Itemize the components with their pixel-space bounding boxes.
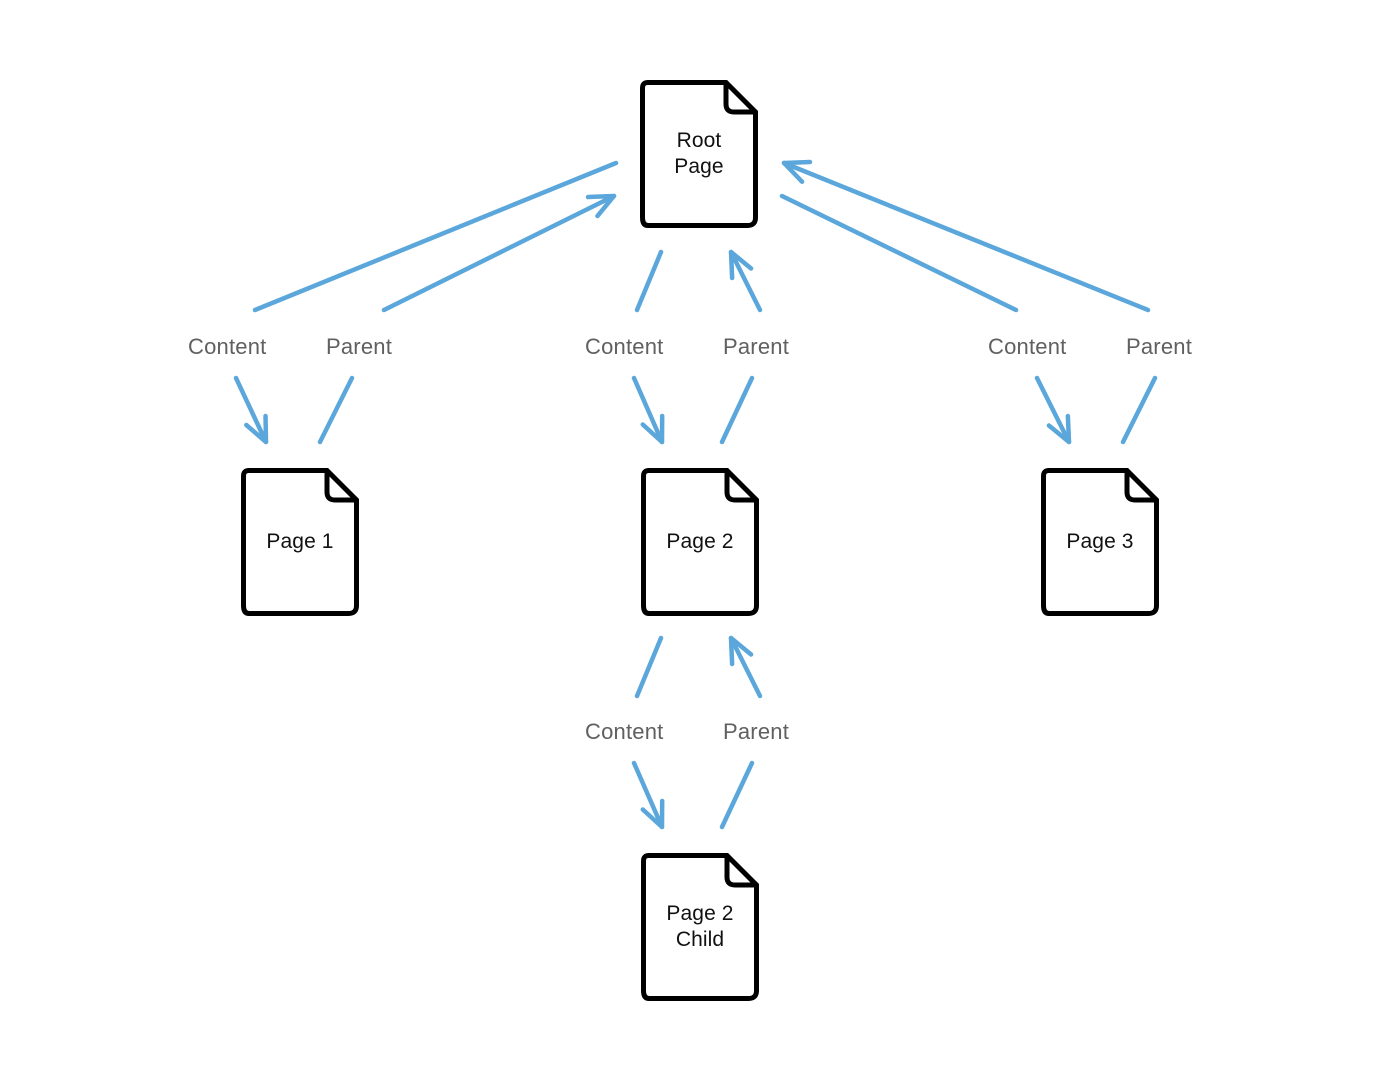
edges-group xyxy=(233,159,1158,830)
page-outline xyxy=(241,468,359,616)
page-node-root[interactable]: Root Page xyxy=(640,80,758,228)
page-outline xyxy=(641,468,759,616)
edge-label-content: Content xyxy=(585,334,664,359)
page-node-page2child[interactable]: Page 2 Child xyxy=(641,853,759,1001)
document-page-icon xyxy=(640,80,758,228)
arrowhead-icon xyxy=(244,413,269,445)
arrowhead-icon xyxy=(781,159,813,184)
page-fold-corner-icon xyxy=(324,468,359,503)
page-fold-corner-icon xyxy=(724,853,759,888)
edge-line xyxy=(317,375,355,445)
edge-content xyxy=(631,760,665,830)
edge-content xyxy=(1034,375,1072,445)
edge-line xyxy=(719,375,755,445)
edge-label-parent: Parent xyxy=(723,719,790,744)
arrowhead-icon xyxy=(728,249,754,281)
edge-line xyxy=(634,249,664,313)
edge-line xyxy=(779,193,1019,313)
edge-content xyxy=(634,249,664,313)
edge-label-content: Content xyxy=(585,719,664,744)
edge-line xyxy=(233,375,269,445)
edge-line xyxy=(631,375,665,445)
edge-label-parent: Parent xyxy=(326,334,393,359)
arrowhead-icon xyxy=(640,798,665,830)
edge-content xyxy=(233,375,269,445)
page-node-page3[interactable]: Page 3 xyxy=(1041,468,1159,616)
document-page-icon xyxy=(241,468,359,616)
edge-line xyxy=(719,760,755,830)
edge-line xyxy=(1034,375,1072,445)
edge-label-content: Content xyxy=(988,334,1067,359)
page-outline xyxy=(1041,468,1159,616)
document-page-icon xyxy=(641,468,759,616)
edge-parent xyxy=(381,193,617,313)
arrowhead-icon xyxy=(728,635,754,667)
edge-content xyxy=(779,193,1019,313)
edge-line xyxy=(634,635,664,699)
edge-line xyxy=(728,635,763,699)
page-fold-corner-icon xyxy=(1124,468,1159,503)
edge-line xyxy=(252,160,619,313)
edge-line xyxy=(631,760,665,830)
edge-line xyxy=(781,160,1151,313)
edge-line xyxy=(381,193,617,313)
edge-parent xyxy=(719,760,755,830)
edge-content xyxy=(252,160,619,313)
edge-content xyxy=(631,375,665,445)
edge-parent xyxy=(1120,375,1158,445)
arrowhead-icon xyxy=(640,413,665,445)
arrowhead-icon xyxy=(1046,413,1072,445)
edge-parent xyxy=(781,159,1151,313)
page-outline xyxy=(641,853,759,1001)
edge-label-parent: Parent xyxy=(1126,334,1193,359)
edge-parent xyxy=(719,375,755,445)
edge-content xyxy=(634,635,664,699)
edge-parent xyxy=(317,375,355,445)
page-outline xyxy=(640,80,758,228)
page-fold-corner-icon xyxy=(724,468,759,503)
page-fold-corner-icon xyxy=(723,80,758,115)
page-node-page2[interactable]: Page 2 xyxy=(641,468,759,616)
edge-parent xyxy=(728,635,763,699)
document-page-icon xyxy=(641,853,759,1001)
edge-line xyxy=(1120,375,1158,445)
edge-line xyxy=(728,249,763,313)
arrowhead-icon xyxy=(585,193,617,219)
document-page-icon xyxy=(1041,468,1159,616)
edge-parent xyxy=(728,249,763,313)
edge-label-content: Content xyxy=(188,334,267,359)
page-node-page1[interactable]: Page 1 xyxy=(241,468,359,616)
edge-label-parent: Parent xyxy=(723,334,790,359)
